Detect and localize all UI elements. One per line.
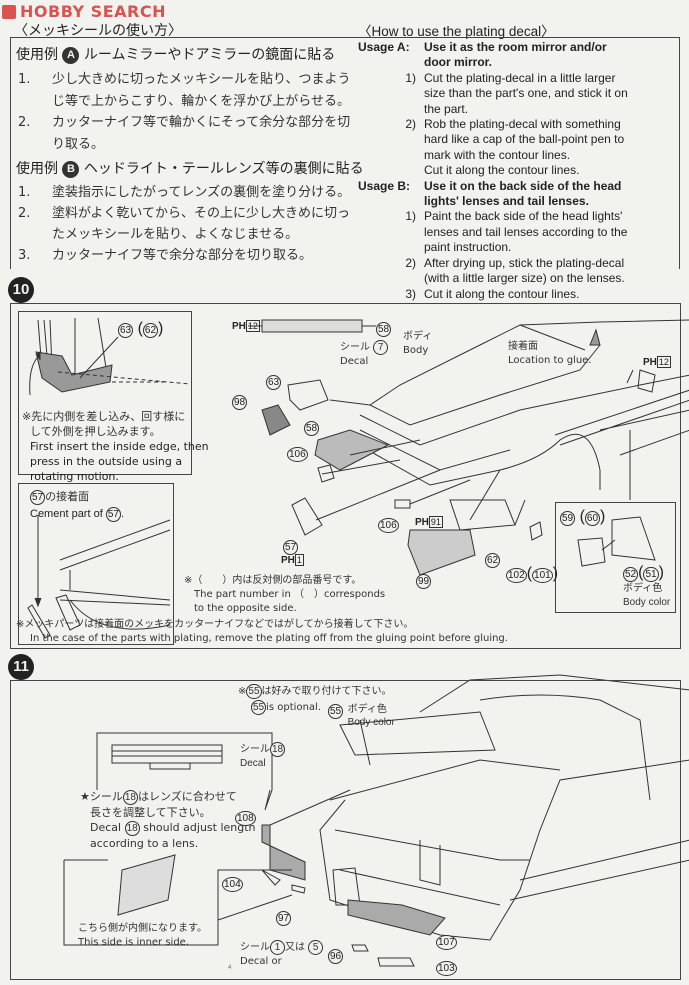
part-106b: 106: [378, 518, 399, 533]
step-10-box: [10, 303, 681, 649]
part-59-60: 59 (60): [560, 508, 606, 526]
part-107: 107: [436, 935, 457, 950]
inset1-note: ※先に内側を差し込み、回す様にして外側を押し込みます。 First insert…: [22, 410, 209, 483]
part-99: 99: [416, 574, 432, 589]
part-98: 98: [232, 395, 248, 410]
inset-cement-57: [18, 483, 174, 645]
inset-bumper-fit: [18, 311, 192, 475]
part-106: 106: [287, 447, 308, 462]
jp-usage-a-heading: 使用例 A ルームミラーやドアミラーの鏡面に貼る: [16, 47, 336, 64]
part-103: 103: [436, 961, 457, 976]
part-57: 57: [283, 540, 299, 555]
jp-usage-a-steps: 1.少し大きめに切ったメッキシールを貼り、つまよう じ等で上からこすり、輪かくを…: [18, 72, 351, 152]
inset-mirror: [555, 502, 676, 613]
part-63: 63: [266, 375, 282, 390]
en-usage-steps: Usage A:Use it as the room mirror and/or…: [358, 40, 628, 301]
page-number: 4: [228, 965, 232, 971]
paren-note: ※（ ）内は反対側の部品番号です。The part number in （ ）c…: [184, 575, 386, 614]
jp-usage-b-steps: 1.塗装指示にしたがってレンズの裏側を塗り分ける。 2.塗料がよく乾いてから、そ…: [18, 185, 351, 263]
part-108: 108: [235, 811, 256, 826]
badge-a: A: [62, 47, 80, 64]
part-102-101: 102(101): [506, 565, 559, 583]
part-62: 62: [485, 553, 501, 568]
jp-plating-title: 〈メッキシールの使い方〉: [14, 23, 182, 39]
en-plating-title: 〈How to use the plating decal〉: [358, 24, 555, 39]
jp-usage-b-heading: 使用例 B ヘッドライト・テールレンズ等の裏側に貼る: [16, 161, 364, 178]
step-11-badge: 11: [8, 654, 34, 680]
step-10-badge: 10: [8, 277, 34, 303]
part-96: 96: [328, 949, 344, 964]
badge-b: B: [62, 161, 80, 178]
plating-note: ※メッキパーツは接着面のメッキをカッターナイフなどではがしてから接着して下さい。…: [16, 619, 508, 644]
plating-box: [10, 37, 680, 269]
part-58: 58: [376, 322, 392, 337]
part-97: 97: [276, 911, 292, 926]
step-11-box: [10, 680, 681, 980]
hobby-search-logo: HOBBY SEARCH: [2, 2, 166, 21]
logo-icon: [2, 5, 16, 19]
part-63-62-label: 63 (62): [118, 320, 164, 338]
part-58b: 58: [304, 421, 320, 436]
part-104: 104: [222, 877, 243, 892]
inner-side-note: こちら側が内側になります。This side is inner side.: [78, 923, 207, 948]
